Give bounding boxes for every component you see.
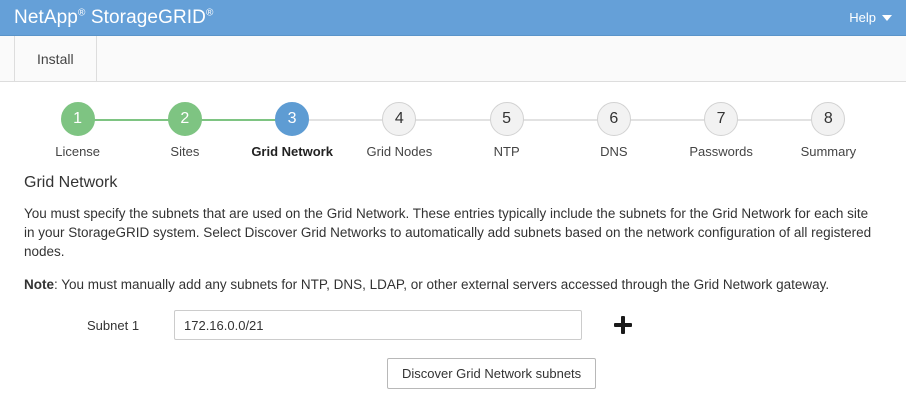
plus-icon[interactable] (612, 314, 634, 336)
wizard-step-label: DNS (600, 144, 628, 159)
brand-netapp: NetApp (14, 6, 78, 28)
brand-storagegrid: StorageGRID (85, 6, 206, 28)
wizard-step-number: 3 (275, 102, 310, 136)
tab-install-label: Install (37, 50, 74, 67)
wizard-step-label: NTP (493, 144, 520, 159)
wizard-connector (308, 119, 384, 121)
wizard-step-label: License (55, 144, 101, 159)
help-menu-button[interactable]: Help (849, 10, 906, 25)
note-label: Note (24, 277, 54, 292)
tab-bar: Install (0, 36, 906, 82)
wizard-connector (93, 119, 169, 121)
app-header: NetApp® StorageGRID® Help (0, 0, 906, 36)
page-description: You must specify the subnets that are us… (24, 206, 872, 259)
wizard-step-number: 6 (596, 102, 631, 136)
wizard-connector (415, 119, 491, 121)
brand-registered-mark-1: ® (77, 7, 86, 19)
help-menu-label: Help (849, 10, 876, 25)
wizard-step-number: 2 (167, 102, 202, 136)
main-content: Grid Network You must specify the subnet… (24, 174, 882, 389)
page-note: Note: You must manually add any subnets … (24, 275, 882, 294)
chevron-down-icon (882, 14, 892, 21)
brand-registered-mark-2: ® (205, 7, 214, 19)
wizard-step-label: Summary (800, 144, 857, 159)
page-title: Grid Network (24, 174, 118, 191)
tab-install[interactable]: Install (14, 36, 97, 81)
wizard-connector (737, 119, 813, 121)
wizard-connector (522, 119, 598, 121)
wizard-connector (200, 119, 277, 121)
wizard-step-number: 5 (489, 102, 524, 136)
wizard-step-label: Grid Network (251, 144, 333, 159)
brand-logo: NetApp® StorageGRID® (0, 7, 213, 29)
discover-grid-network-subnets-button[interactable]: Discover Grid Network subnets (387, 358, 597, 389)
wizard-step-number: 7 (704, 102, 739, 136)
wizard-step-label: Passwords (689, 144, 753, 159)
wizard-step-number: 4 (382, 102, 417, 136)
wizard-step-number: 1 (60, 102, 95, 136)
note-text: : You must manually add any subnets for … (54, 277, 830, 292)
subnet-1-label: Subnet 1 (87, 317, 140, 333)
subnet-row: Subnet 1 (24, 310, 882, 340)
discover-row: Discover Grid Network subnets (24, 358, 882, 389)
wizard-connector (629, 119, 706, 121)
wizard-step-label: Sites (170, 144, 200, 159)
wizard-step-number: 8 (811, 102, 846, 136)
wizard-step-label: Grid Nodes (366, 144, 433, 159)
subnet-1-input[interactable] (174, 310, 582, 340)
